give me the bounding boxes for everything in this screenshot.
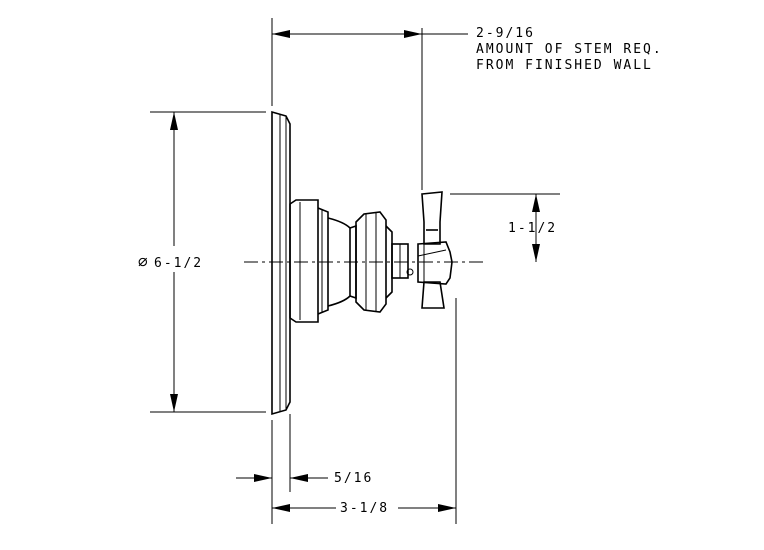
cross-handle <box>417 191 453 309</box>
wall-plate <box>271 110 291 416</box>
diameter-symbol: ⌀ <box>138 252 150 271</box>
stem-note-line1: AMOUNT OF STEM REQ. <box>476 42 663 57</box>
stem-length-dimension <box>271 18 468 190</box>
bonnet-body <box>289 199 393 323</box>
plate-thickness-dimension <box>236 414 328 524</box>
stem-note-line2: FROM FINISHED WALL <box>476 58 653 73</box>
overall-depth-label: 3-1/8 <box>340 501 389 516</box>
valve-stem <box>391 243 414 279</box>
handle-height-label: 1-1/2 <box>508 221 557 236</box>
plate-thickness-label: 5/16 <box>334 471 373 486</box>
handle-height-dimension <box>450 193 560 262</box>
plate-diameter-dimension <box>150 111 266 413</box>
plate-diameter-label: 6-1/2 <box>154 256 203 271</box>
overall-depth-dimension <box>272 298 457 524</box>
stem-length-label: 2-9/16 <box>476 26 535 41</box>
